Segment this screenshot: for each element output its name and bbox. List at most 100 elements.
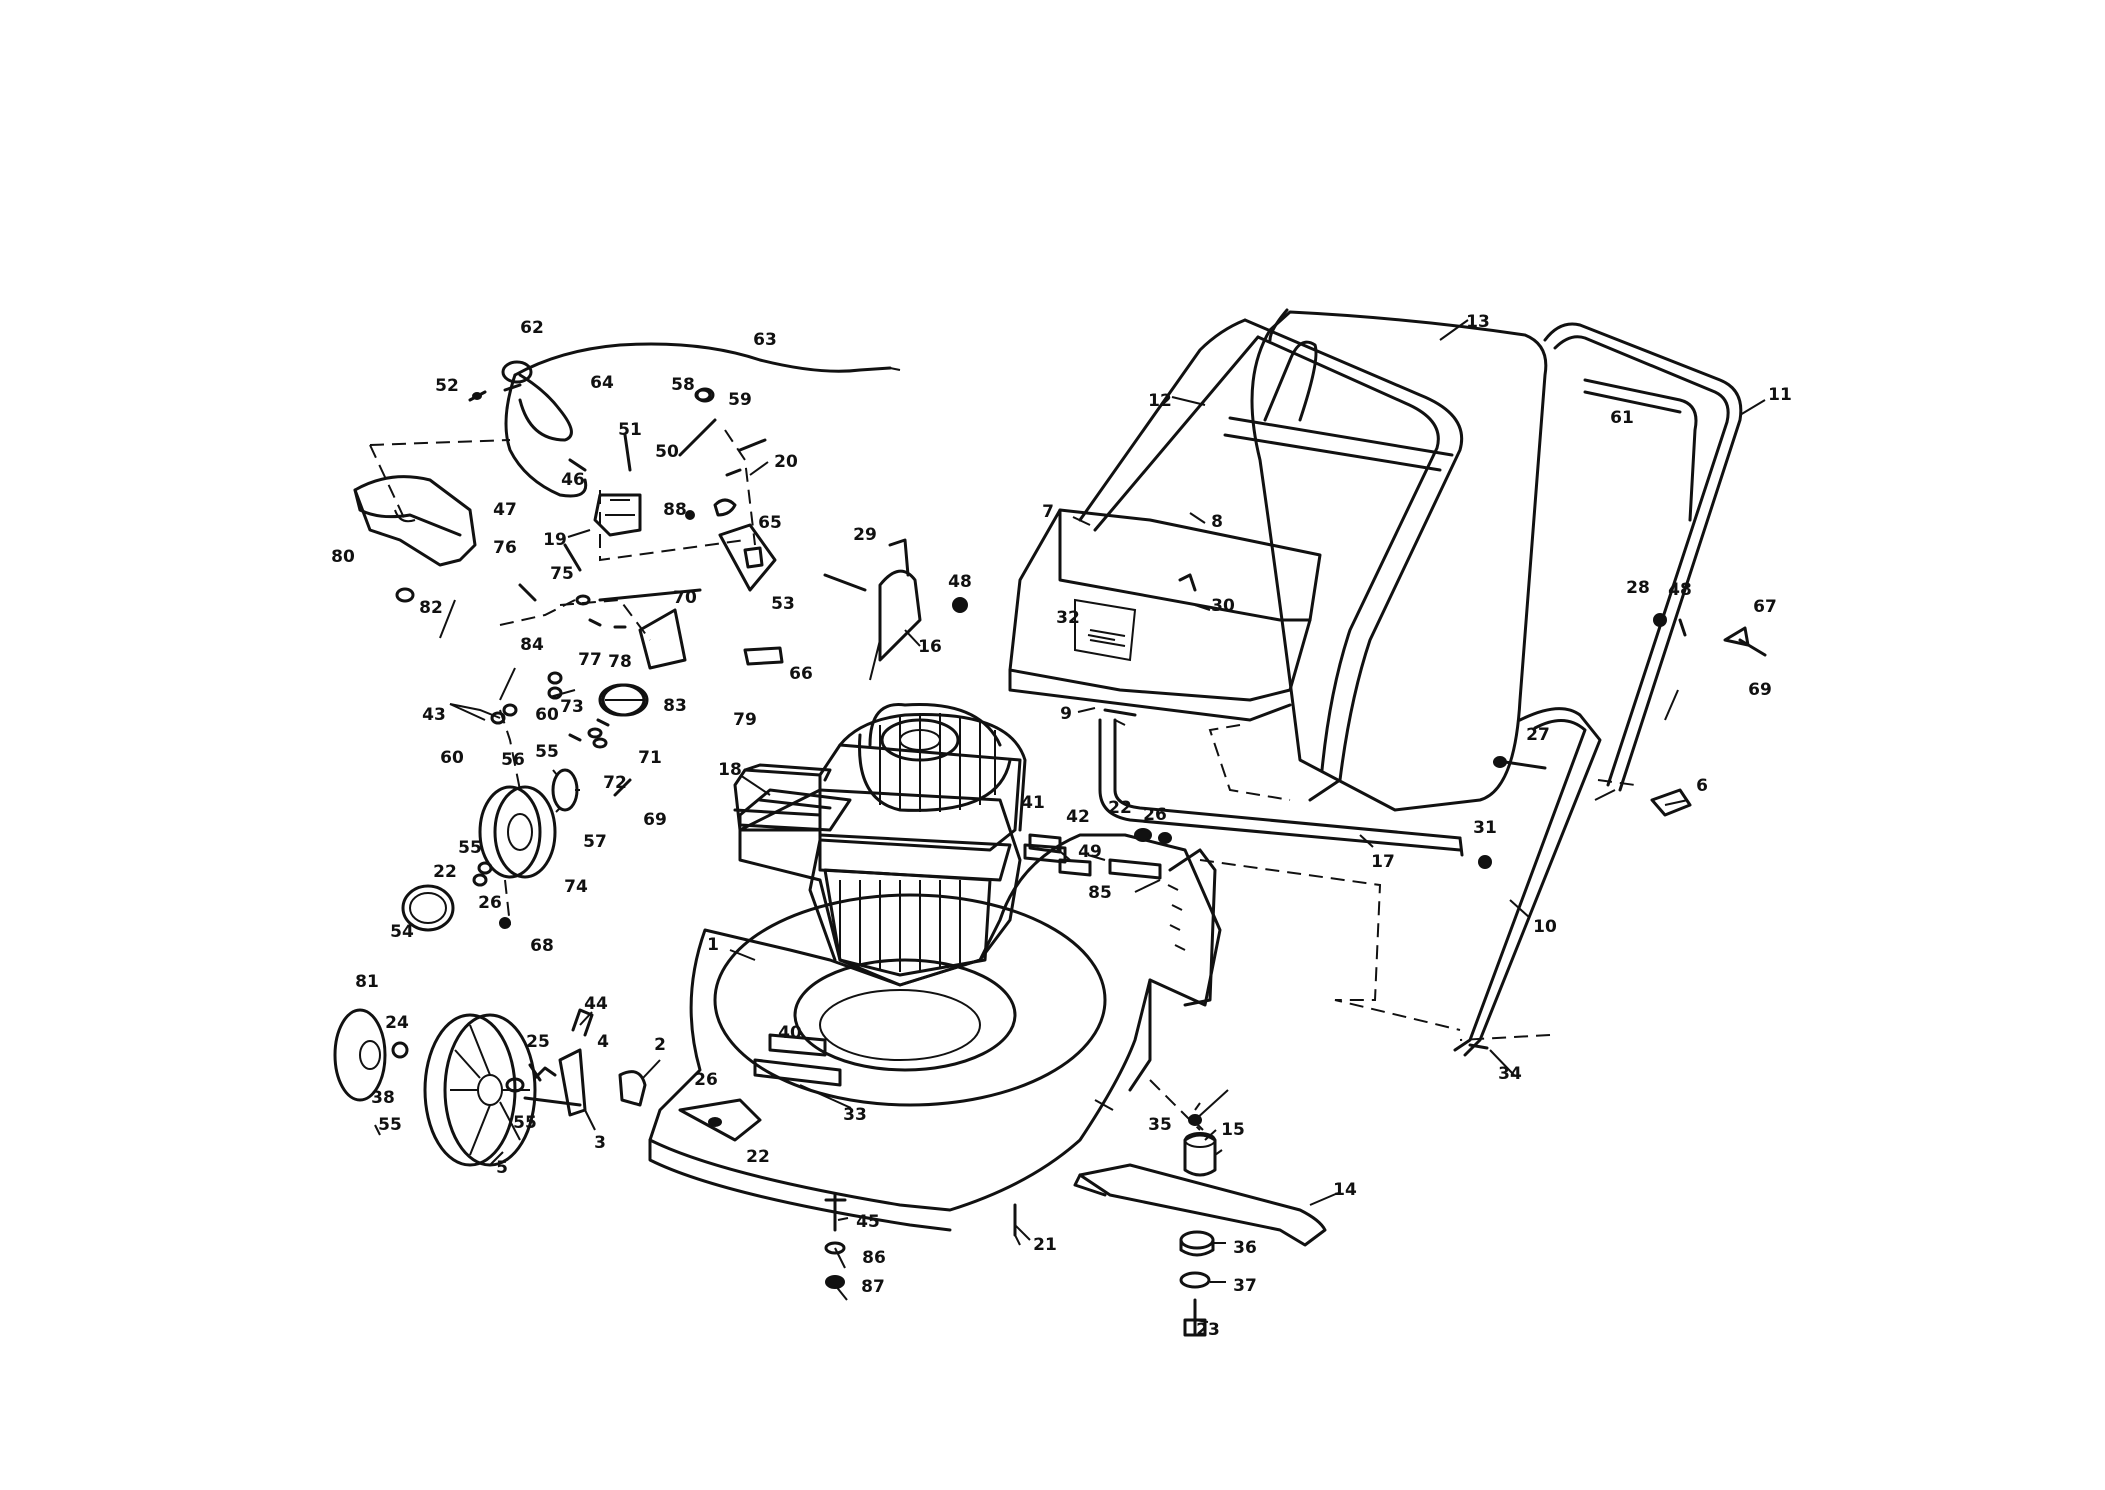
- callout-22-deck: 22: [746, 1147, 770, 1167]
- callout-32: 32: [1056, 608, 1080, 628]
- assembly-lines: [369, 429, 1636, 1136]
- callout-1: 1: [707, 935, 719, 955]
- gear: [551, 768, 580, 813]
- callout-17: 17: [1371, 852, 1395, 872]
- callout-41: 41: [1021, 793, 1045, 813]
- grass-catcher-bag: [1250, 308, 1548, 812]
- callout-88: 88: [663, 500, 687, 520]
- callout-57: 57: [583, 832, 607, 852]
- catcher-lower-frame: [1098, 718, 1464, 857]
- callout-7: 7: [1042, 502, 1054, 522]
- callout-51: 51: [618, 420, 642, 440]
- control-bracket: [678, 387, 784, 666]
- callout-9: 9: [1060, 704, 1072, 724]
- callout-40: 40: [778, 1023, 802, 1043]
- callout-leaders: [439, 319, 1766, 1323]
- callout-60-a: 60: [535, 705, 559, 725]
- height-adjuster: [523, 1008, 647, 1117]
- callout-26-deck: 26: [694, 1070, 718, 1090]
- callout-87: 87: [861, 1277, 885, 1297]
- callout-15: 15: [1221, 1120, 1245, 1140]
- callout-26-rear: 26: [478, 893, 502, 913]
- callout-31: 31: [1473, 818, 1497, 838]
- callout-labels: 1 2 3 4 5 6 7 8 9 10 11 12 13 14 15 16 1…: [331, 312, 1792, 1340]
- catcher-rear-plate: [1008, 508, 1322, 722]
- callout-26-chute: 26: [1143, 805, 1167, 825]
- small-hardware: [391, 388, 1767, 1289]
- catcher-frame: [1078, 318, 1464, 802]
- lower-handle: [1453, 707, 1602, 1057]
- callout-60-b: 60: [440, 748, 464, 768]
- hubcap-rear: [401, 884, 455, 932]
- callout-54: 54: [390, 922, 414, 942]
- hubcap-front: [333, 1008, 387, 1102]
- callout-23: 23: [1196, 1320, 1220, 1340]
- callout-68: 68: [530, 936, 554, 956]
- linkage-bar: [598, 588, 702, 670]
- callout-21: 21: [1033, 1235, 1057, 1255]
- callout-59: 59: [728, 390, 752, 410]
- callout-62: 62: [520, 318, 544, 338]
- engine-control: [568, 433, 642, 537]
- callout-81: 81: [355, 972, 379, 992]
- callout-85: 85: [1088, 883, 1112, 903]
- callout-13: 13: [1466, 312, 1490, 332]
- callout-45: 45: [856, 1212, 880, 1232]
- mower-deck: [648, 833, 1222, 1232]
- callout-75: 75: [550, 564, 574, 584]
- callout-55-a: 55: [535, 742, 559, 762]
- callout-8: 8: [1211, 512, 1223, 532]
- callout-80: 80: [331, 547, 355, 567]
- callout-78: 78: [608, 652, 632, 672]
- engine: [733, 703, 1027, 987]
- callout-58: 58: [671, 375, 695, 395]
- callout-46: 46: [561, 470, 585, 490]
- callout-71: 71: [638, 748, 662, 768]
- callout-83: 83: [663, 696, 687, 716]
- blade-washer-lower: [1179, 1271, 1211, 1289]
- callout-48-handle: 48: [1668, 580, 1692, 600]
- callout-22-rear: 22: [433, 862, 457, 882]
- callout-4: 4: [597, 1032, 609, 1052]
- callout-79: 79: [733, 710, 757, 730]
- callout-14: 14: [1333, 1180, 1357, 1200]
- callout-82: 82: [419, 598, 443, 618]
- callout-77: 77: [578, 650, 602, 670]
- callout-56: 56: [501, 750, 525, 770]
- callout-73: 73: [560, 697, 584, 717]
- rear-cover: [353, 475, 477, 567]
- deck-adjust-plate: [678, 1098, 762, 1142]
- callout-47: 47: [493, 500, 517, 520]
- callout-48-throttle: 48: [948, 572, 972, 592]
- callout-49: 49: [1078, 842, 1102, 862]
- callout-2: 2: [654, 1035, 666, 1055]
- callout-69-link: 69: [643, 810, 667, 830]
- callout-6: 6: [1696, 776, 1708, 796]
- callout-42: 42: [1066, 807, 1090, 827]
- drive-cover: [598, 683, 646, 717]
- callout-28: 28: [1626, 578, 1650, 598]
- callout-74: 74: [564, 877, 588, 897]
- callout-64: 64: [590, 373, 614, 393]
- callout-18: 18: [718, 760, 742, 780]
- callout-44: 44: [584, 994, 608, 1014]
- callout-53: 53: [771, 594, 795, 614]
- callout-50: 50: [655, 442, 679, 462]
- callout-52: 52: [435, 376, 459, 396]
- callout-70: 70: [673, 588, 697, 608]
- callout-76: 76: [493, 538, 517, 558]
- blade: [1073, 1163, 1327, 1247]
- callout-22-chute: 22: [1108, 798, 1132, 818]
- callout-34: 34: [1498, 1064, 1522, 1084]
- callout-30: 30: [1211, 596, 1235, 616]
- callout-84: 84: [520, 635, 544, 655]
- callout-67: 67: [1753, 597, 1777, 617]
- callout-55-b: 55: [458, 838, 482, 858]
- gear-cover: [601, 683, 649, 717]
- callout-16: 16: [918, 637, 942, 657]
- blade-washer: [1179, 1230, 1215, 1257]
- callout-36: 36: [1233, 1238, 1257, 1258]
- callout-27: 27: [1526, 725, 1550, 745]
- callout-29: 29: [853, 525, 877, 545]
